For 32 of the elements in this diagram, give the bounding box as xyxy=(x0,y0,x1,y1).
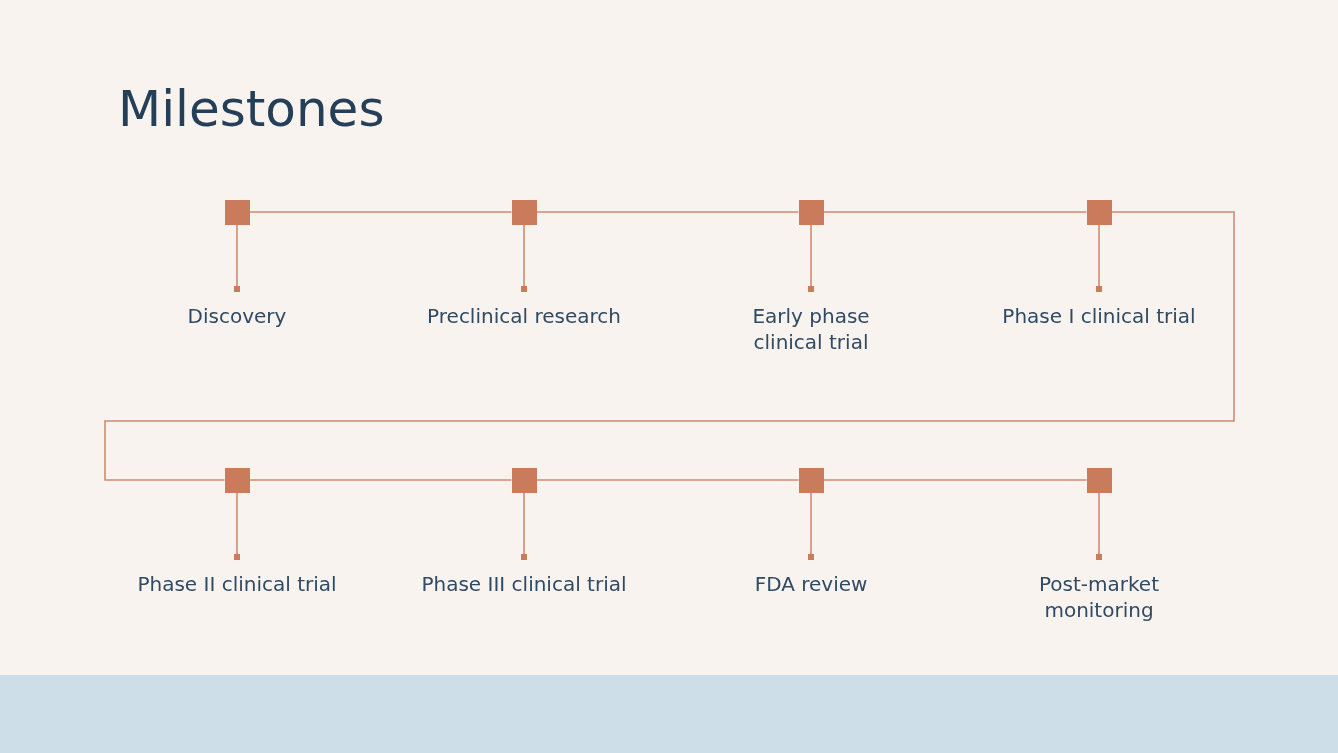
leader-line xyxy=(521,223,527,292)
leader-line xyxy=(234,491,240,560)
timeline-connector xyxy=(104,211,1235,481)
milestone-label: FDA review xyxy=(736,557,886,597)
leader-line xyxy=(808,491,814,560)
milestone-square xyxy=(1086,467,1112,493)
milestone-square xyxy=(511,467,537,493)
title: Milestones xyxy=(118,80,385,138)
leader-line xyxy=(234,223,240,292)
milestone-square xyxy=(798,467,824,493)
leader-line xyxy=(1096,491,1102,560)
milestone-square xyxy=(1086,199,1112,225)
milestone-square xyxy=(798,199,824,225)
milestone-label: Discovery xyxy=(112,289,362,329)
timeline-connector xyxy=(535,211,800,213)
timeline-connector xyxy=(822,479,1088,481)
milestone-square xyxy=(511,199,537,225)
timeline-connector xyxy=(248,211,513,213)
milestone-square xyxy=(224,467,250,493)
milestone-label: Phase III clinical trial xyxy=(399,557,649,597)
timeline-connector xyxy=(535,479,800,481)
leader-line xyxy=(808,223,814,292)
milestone-label: Post-market monitoring xyxy=(1024,557,1174,623)
milestone-square xyxy=(224,199,250,225)
timeline-connector xyxy=(248,479,513,481)
milestone-label: Phase II clinical trial xyxy=(112,557,362,597)
leader-line xyxy=(1096,223,1102,292)
leader-line xyxy=(521,491,527,560)
milestone-label: Early phase clinical trial xyxy=(736,289,886,355)
milestone-label: Preclinical research xyxy=(399,289,649,329)
milestone-label: Phase I clinical trial xyxy=(974,289,1224,329)
timeline-connector xyxy=(822,211,1088,213)
